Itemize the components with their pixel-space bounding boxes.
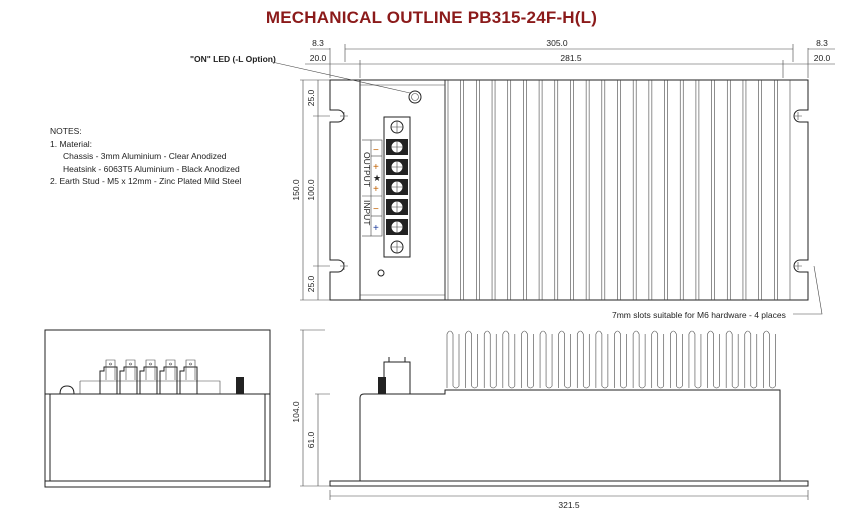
svg-text:−: − <box>373 204 379 215</box>
fin-profile <box>744 330 758 389</box>
led-callout: "ON" LED (-L Option) <box>190 54 276 64</box>
svg-text:+: + <box>373 223 379 234</box>
fin-profile <box>651 330 665 389</box>
fin-profile <box>502 330 516 389</box>
dim-height-total: 150.0 <box>291 179 301 201</box>
earth-stud-icon <box>59 385 75 395</box>
dim-side-height: 104.0 <box>291 401 301 423</box>
dim-left-inner: 20.0 <box>310 53 327 63</box>
fast-on-tab <box>119 366 138 394</box>
svg-text:−: − <box>373 145 379 156</box>
fin-profile <box>707 330 720 389</box>
fast-on-tab <box>159 366 178 394</box>
end-view <box>44 329 271 488</box>
left-dimensions <box>300 79 330 301</box>
led-body-icon <box>236 377 244 394</box>
hole-icon <box>377 269 385 277</box>
notes-heading: NOTES: <box>50 126 82 136</box>
input-label: INPUT <box>362 200 372 226</box>
dim-overall-width: 305.0 <box>546 38 568 48</box>
fin-profile <box>539 330 553 389</box>
note-line: 2. Earth Stud - M5 x 12mm - Zinc Plated … <box>50 176 242 186</box>
fast-on-tab <box>179 366 198 394</box>
note-line: Chassis - 3mm Aluminium - Clear Anodized <box>63 151 227 161</box>
fin-profile <box>595 330 609 389</box>
fin-profile <box>521 330 534 389</box>
side-view <box>329 330 809 487</box>
slots-callout: 7mm slots suitable for M6 hardware - 4 p… <box>612 310 786 320</box>
svg-text:+: + <box>373 184 379 195</box>
top-dimensions <box>305 44 835 78</box>
chassis-outline <box>329 79 809 301</box>
side-dimensions <box>300 329 809 500</box>
output-label: OUTPUT <box>362 152 372 187</box>
dim-base-length: 321.5 <box>558 500 580 510</box>
drawing-title: MECHANICAL OUTLINE PB315-24F-H(L) <box>265 8 598 27</box>
fin-profile <box>725 330 739 389</box>
mounting-slot-marks <box>340 112 802 270</box>
svg-text:★: ★ <box>373 173 381 183</box>
fin-profile <box>483 330 497 389</box>
dim-left-outer: 8.3 <box>312 38 324 48</box>
heatsink-fins-top <box>444 80 791 300</box>
heatsink-fins-side <box>446 330 776 389</box>
fin-profile <box>632 330 646 389</box>
dim-bottom-slot: 25.0 <box>306 275 316 292</box>
notes-block: NOTES: 1. Material: Chassis - 3mm Alumin… <box>50 125 241 188</box>
note-line: 1. Material: <box>50 138 93 149</box>
note-line: Heatsink - 6063T5 Aluminium - Black Anod… <box>63 163 240 174</box>
dim-body-height: 61.0 <box>306 431 316 448</box>
fin-profile <box>688 330 702 389</box>
led-icon <box>408 90 422 104</box>
fin-profile <box>576 330 590 389</box>
top-view: OUTPUT INPUT − + ★ + − + "ON" LED (-L Op… <box>190 54 823 320</box>
dim-right-inner: 20.0 <box>814 53 831 63</box>
fin-profile <box>558 330 571 389</box>
terminal-block: OUTPUT INPUT − + ★ + − + <box>362 116 411 258</box>
fast-on-tab <box>99 366 118 394</box>
fast-on-tab <box>139 366 158 394</box>
fin-profile <box>465 330 478 389</box>
fin-profile <box>670 330 683 389</box>
fin-profile <box>614 330 627 389</box>
dim-inner-width: 281.5 <box>560 53 582 63</box>
dim-right-outer: 8.3 <box>816 38 828 48</box>
fin-profile <box>763 330 776 389</box>
svg-text:+: + <box>373 162 379 173</box>
dim-top-slot: 25.0 <box>306 89 316 106</box>
dim-height-slots: 100.0 <box>306 179 316 201</box>
fin-profile <box>446 330 460 389</box>
